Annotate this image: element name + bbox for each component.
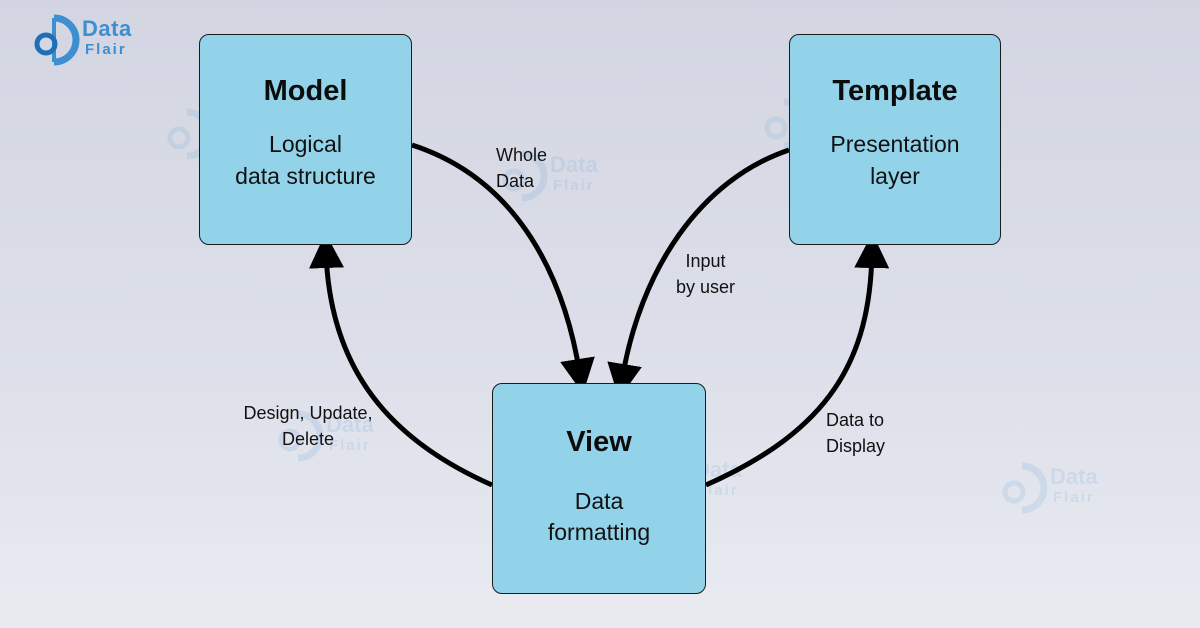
arrow-template-to-view: [607, 147, 790, 399]
arrow-view-to-model: [309, 233, 494, 488]
dataflair-logo: Data Flair: [32, 14, 142, 70]
logo-word-flair: Flair: [85, 41, 127, 58]
model-description: Logical data structure: [235, 131, 376, 189]
edge-label-input-by-user: Input by user: [676, 251, 736, 297]
logo-mark-icon: [34, 14, 80, 66]
edge-label-design-update-delete: Design, Update, Delete: [243, 403, 373, 449]
arrow-view-to-template: [704, 233, 890, 488]
edge-label-whole-data: Whole Data: [496, 145, 548, 191]
edge-label-data-to-display: Data to Display: [826, 410, 886, 456]
logo-word-data: Data: [82, 16, 132, 41]
view-description: Data formatting: [547, 488, 651, 545]
template-title: Template: [832, 75, 958, 107]
template-node: Template Presentation layer: [789, 34, 1001, 245]
view-title: View: [566, 426, 632, 458]
model-node: Model Logical data structure: [199, 34, 412, 245]
arrow-model-to-view: [411, 142, 595, 394]
template-description: Presentation layer: [830, 131, 960, 189]
view-node: View Data formatting: [492, 383, 706, 594]
model-title: Model: [263, 75, 348, 107]
